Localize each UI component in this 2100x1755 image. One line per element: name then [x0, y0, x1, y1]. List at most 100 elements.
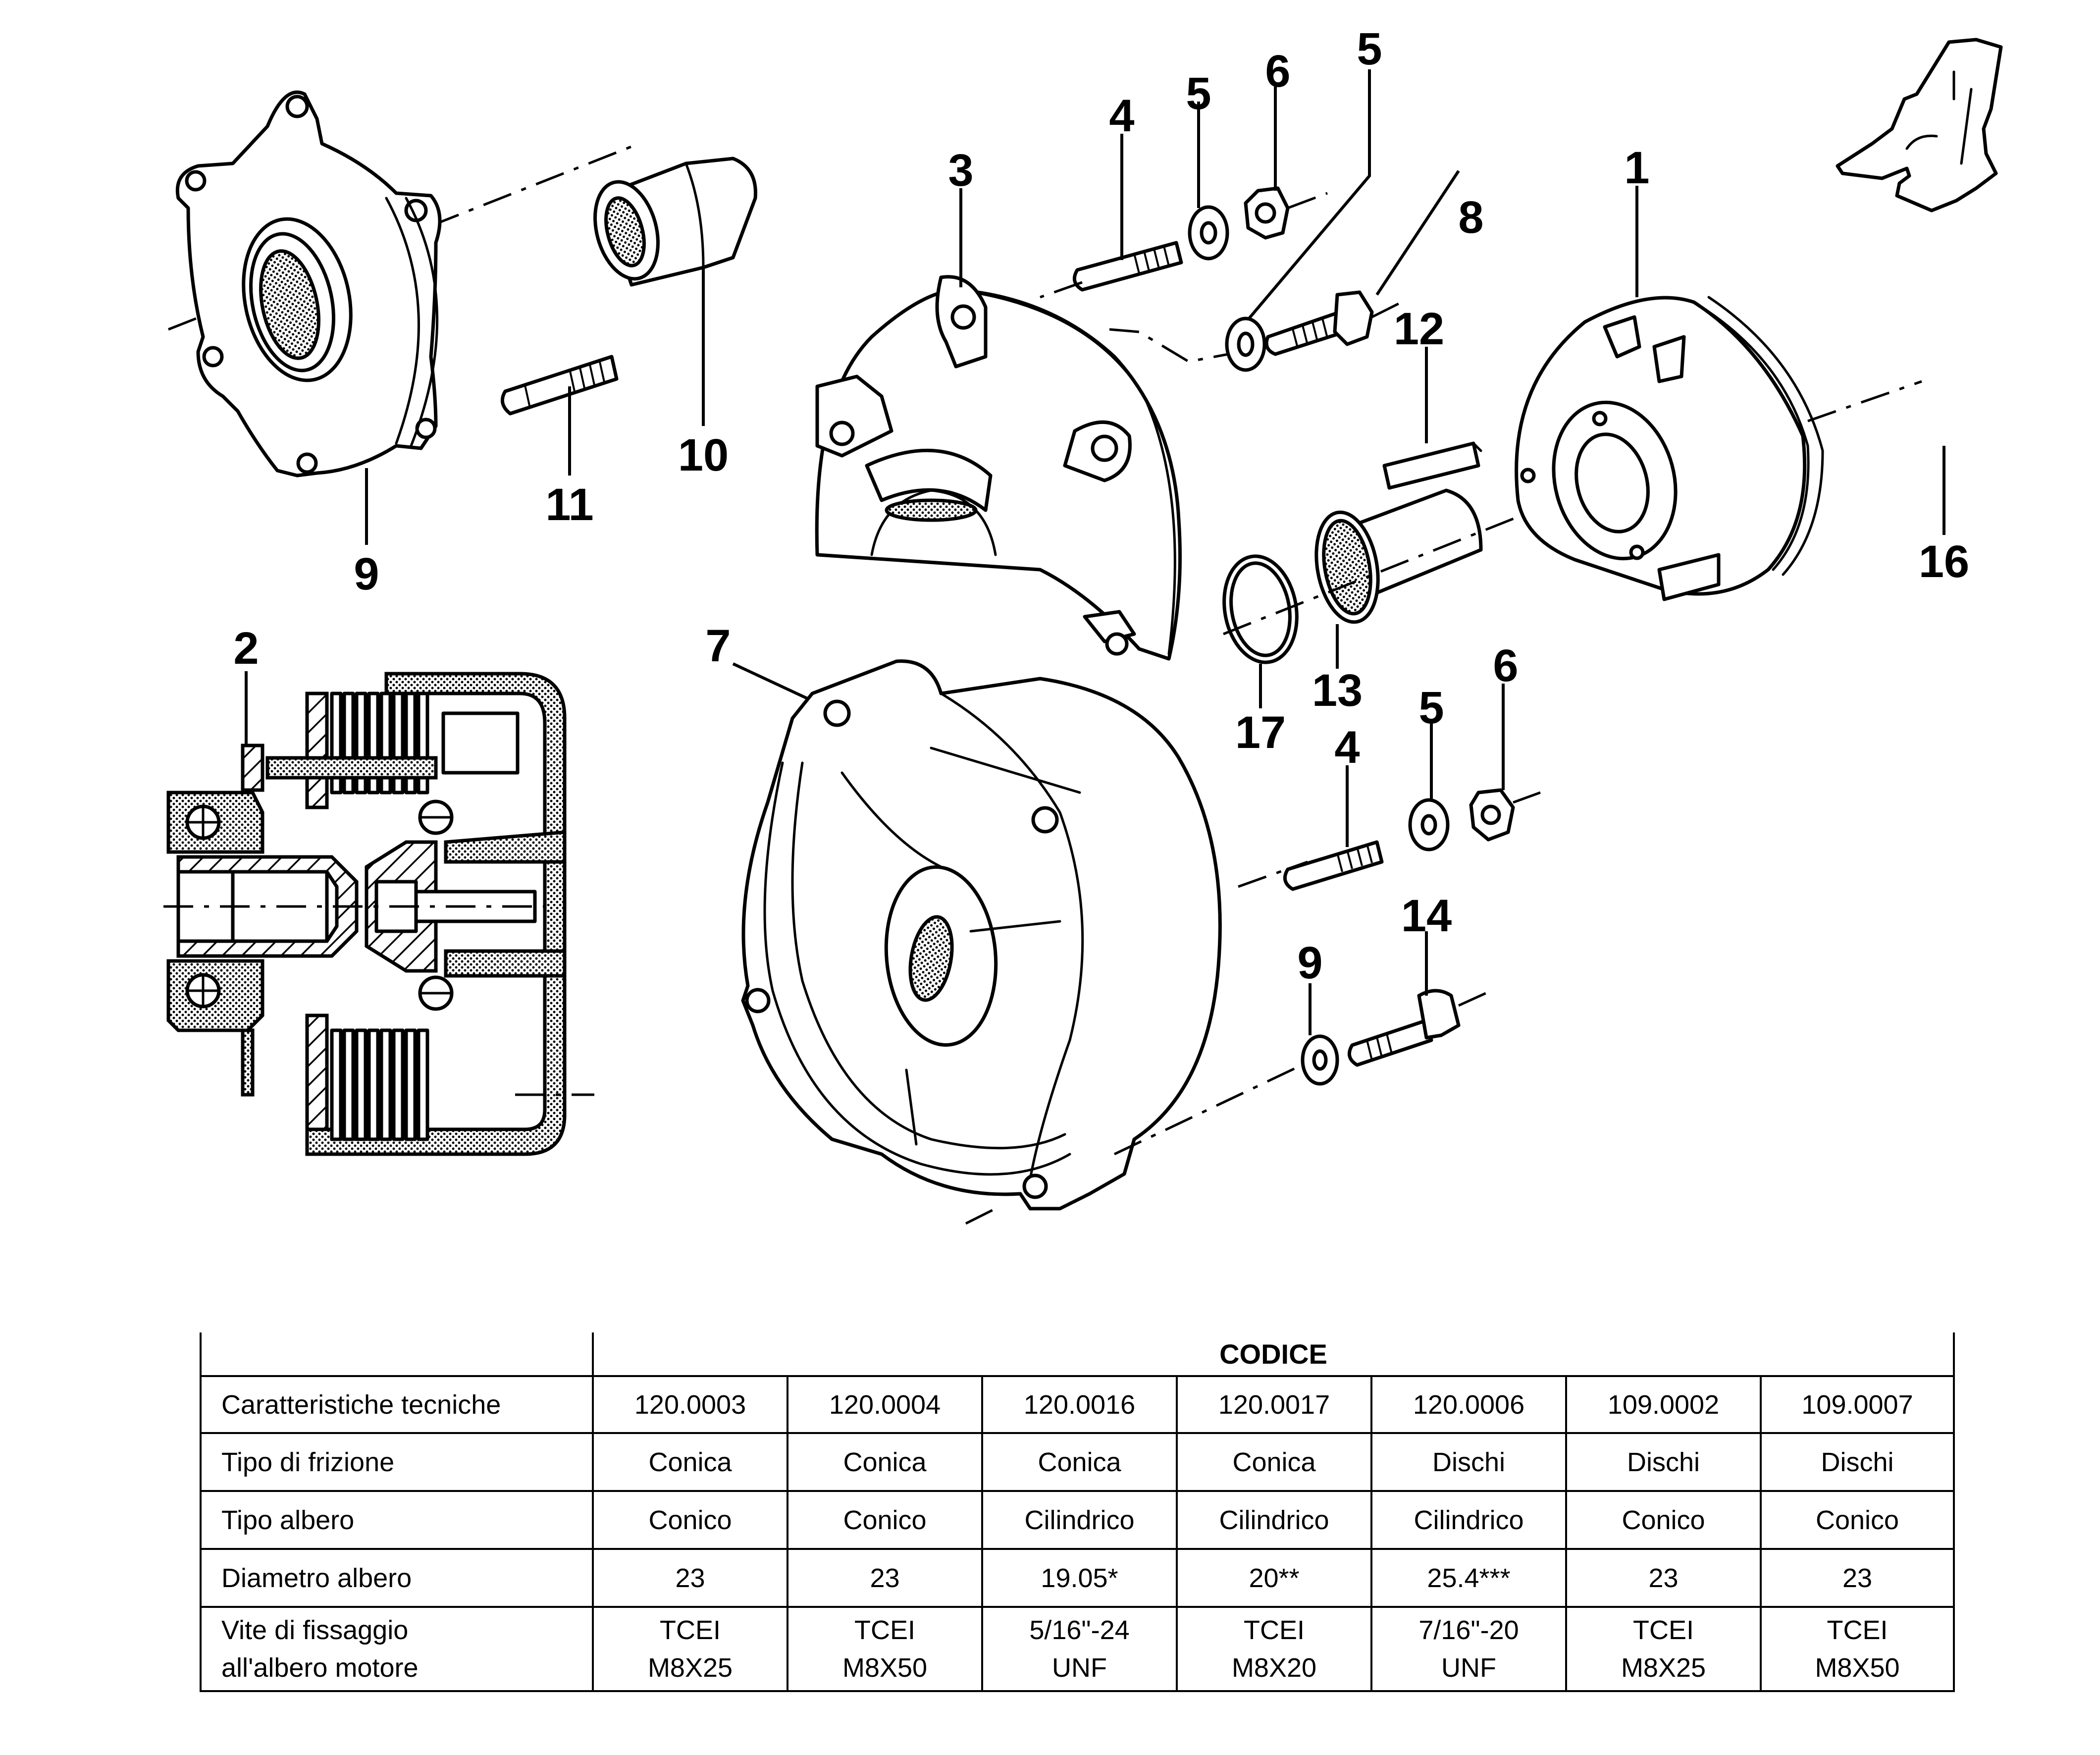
part-10-bolt — [1347, 989, 1461, 1067]
cell-clutch-type: Conica — [1176, 1432, 1372, 1492]
callout-6-lower: 6 — [1493, 640, 1518, 691]
part-5-washer-lower — [1408, 798, 1450, 851]
row-label-clutch-type: Tipo di frizione — [200, 1432, 594, 1492]
screw-line2: UNF — [1441, 1653, 1496, 1683]
cell-shaft-type: Cilindrico — [1176, 1490, 1372, 1550]
callout-6-top: 6 — [1265, 46, 1290, 97]
spec-table: CODICE Caratteristiche tecniche 120.0003… — [200, 1332, 1955, 1692]
cell-shaft-diameter: 23 — [1760, 1548, 1955, 1608]
table-row-clutch-type: Tipo di frizione Conica Conica Conica Co… — [200, 1432, 1955, 1492]
callout-14: 10 — [678, 430, 729, 480]
screw-line2: M8X20 — [1231, 1653, 1317, 1683]
cell-screw: TCEI M8X25 — [1565, 1606, 1762, 1692]
cell-code: 120.0004 — [787, 1375, 983, 1434]
part-3-bell-housing — [815, 275, 1182, 661]
screw-line2: M8X25 — [1621, 1653, 1706, 1683]
screw-line1: TCEI — [1243, 1615, 1305, 1645]
part-6-nut-lower — [1469, 788, 1515, 842]
cell-shaft-type: Conico — [592, 1490, 788, 1550]
row-label-screw-line1: Vite di fissaggio — [221, 1615, 409, 1645]
callout-12: 12 — [1394, 304, 1444, 354]
callout-5-mid: 5 — [1357, 24, 1382, 74]
cell-shaft-diameter: 25.4*** — [1370, 1548, 1567, 1608]
part-5-washer-mid — [1225, 317, 1266, 372]
cell-code: 120.0003 — [592, 1375, 788, 1434]
cell-clutch-type: Conica — [787, 1432, 983, 1492]
screw-line2: M8X50 — [1815, 1653, 1900, 1683]
cell-shaft-diameter: 23 — [787, 1548, 983, 1608]
part-11-sleeve — [1314, 488, 1483, 624]
cell-shaft-type: Conico — [1760, 1490, 1955, 1550]
part-8-bolt — [1264, 290, 1374, 356]
callout-4-lower: 4 — [1334, 722, 1360, 773]
screw-line2: M8X50 — [842, 1653, 928, 1683]
row-label-codes: Caratteristiche tecniche — [200, 1375, 594, 1434]
part-6-nut-top — [1244, 186, 1290, 240]
cell-screw: TCEI M8X50 — [1760, 1606, 1955, 1692]
cell-screw: TCEI M8X20 — [1176, 1606, 1372, 1692]
part-17-ring — [1222, 554, 1299, 664]
screw-line1: 7/16"-20 — [1418, 1615, 1519, 1645]
cell-code: 120.0006 — [1370, 1375, 1567, 1434]
callout-8: 8 — [1458, 192, 1483, 243]
cell-clutch-type: Dischi — [1370, 1432, 1567, 1492]
leader-lines — [245, 69, 1945, 1035]
part-1-clutch-cone — [1515, 296, 1824, 601]
screw-line2: UNF — [1052, 1653, 1107, 1683]
table-row-codes: Caratteristiche tecniche 120.0003 120.00… — [200, 1375, 1955, 1434]
cell-clutch-type: Dischi — [1760, 1432, 1955, 1492]
cell-shaft-type: Cilindrico — [981, 1490, 1178, 1550]
cell-code: 120.0017 — [1176, 1375, 1372, 1434]
cell-clutch-type: Conica — [592, 1432, 788, 1492]
table-row-shaft-type: Tipo albero Conico Conico Cilindrico Cil… — [200, 1490, 1955, 1550]
part-2-cross-section — [163, 672, 594, 1156]
cell-shaft-type: Conico — [787, 1490, 983, 1550]
callout-labels: 9 11 10 3 4 5 6 5 8 12 1 16 2 7 17 13 4 … — [233, 24, 1969, 941]
row-label-screw: Vite di fissaggio all'albero motore — [200, 1606, 594, 1692]
cell-code: 120.0016 — [981, 1375, 1178, 1434]
cell-shaft-diameter: 19.05* — [981, 1548, 1178, 1608]
cell-screw: TCEI M8X25 — [592, 1606, 788, 1692]
screw-line2: M8X25 — [647, 1653, 733, 1683]
callout-4-top: 4 — [1109, 91, 1134, 141]
table-row-shaft-diameter: Diametro albero 23 23 19.05* 20** 25.4**… — [200, 1548, 1955, 1608]
part-14-conical-bushing — [593, 157, 757, 287]
callout-16: 16 — [1919, 536, 1969, 587]
row-label-screw-line2: all'albero motore — [221, 1653, 419, 1683]
part-12-key — [1382, 441, 1482, 490]
screw-line1: TCEI — [1827, 1615, 1888, 1645]
screw-line1: 5/16"-24 — [1029, 1615, 1130, 1645]
row-label-shaft-diameter: Diametro albero — [200, 1548, 594, 1608]
screw-line1: TCEI — [854, 1615, 915, 1645]
callout-13: 9 — [354, 549, 379, 599]
part-9-washer — [1301, 1034, 1339, 1086]
clutch-discs-bottom — [330, 1028, 429, 1141]
callout-2: 2 — [233, 623, 259, 674]
cell-clutch-type: Dischi — [1565, 1432, 1762, 1492]
screw-line1: TCEI — [1632, 1615, 1694, 1645]
cell-clutch-type: Conica — [981, 1432, 1178, 1492]
table-header-row: CODICE — [200, 1332, 1955, 1377]
table-corner — [200, 1332, 594, 1377]
part-5-washer-top — [1188, 205, 1229, 261]
cell-shaft-diameter: 23 — [592, 1548, 788, 1608]
cell-shaft-diameter: 20** — [1176, 1548, 1372, 1608]
cell-shaft-diameter: 23 — [1565, 1548, 1762, 1608]
table-row-screw: Vite di fissaggio all'albero motore TCEI… — [200, 1606, 1955, 1692]
callout-11: 13 — [1312, 665, 1363, 716]
callout-1: 1 — [1624, 143, 1649, 193]
part-15-stud — [500, 355, 619, 416]
cell-shaft-type: Cilindrico — [1370, 1490, 1567, 1550]
part-4-stud-lower — [1283, 840, 1384, 891]
cell-screw: TCEI M8X50 — [787, 1606, 983, 1692]
callout-5-top: 5 — [1186, 68, 1211, 119]
row-label-shaft-type: Tipo albero — [200, 1490, 594, 1550]
callout-5-lower: 5 — [1418, 683, 1444, 733]
callout-10: 14 — [1401, 891, 1452, 941]
screw-line1: TCEI — [659, 1615, 721, 1645]
part-7-housing — [741, 659, 1222, 1211]
codice-header: CODICE — [592, 1332, 1955, 1377]
